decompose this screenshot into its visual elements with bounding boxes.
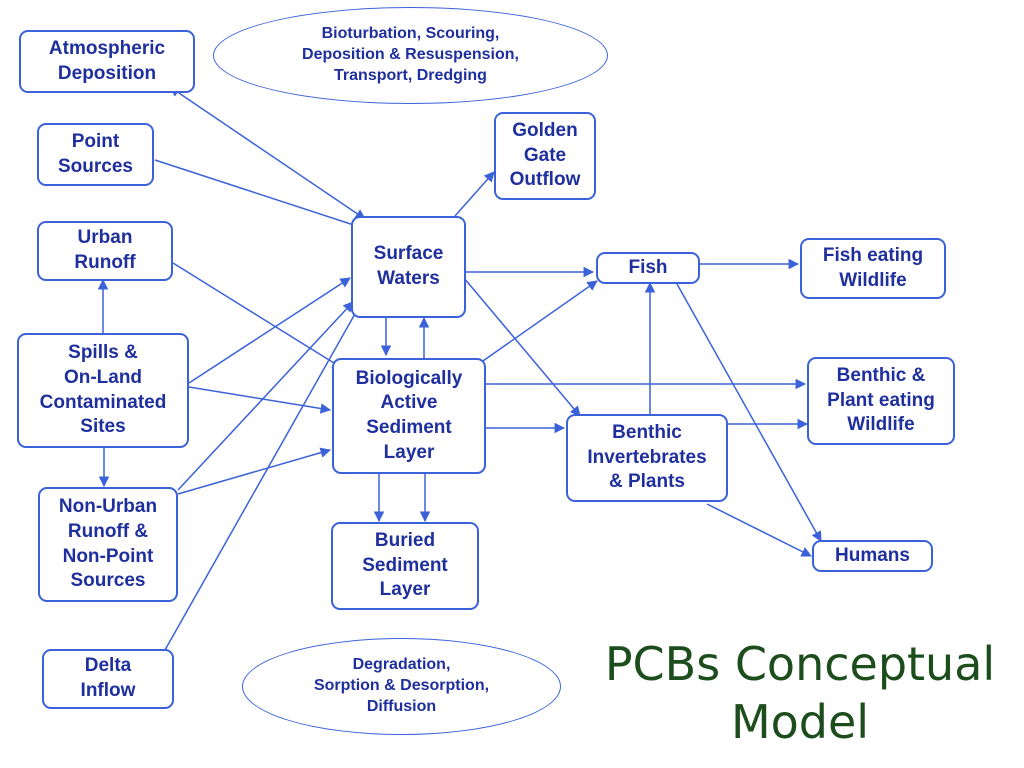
node-humans: Humans [812,540,933,572]
node-benthic-plant-eating-wildlife: Benthic & Plant eating Wildlife [807,357,955,445]
node-golden-gate-outflow: Golden Gate Outflow [494,112,596,200]
edge-bio-fish [479,280,598,364]
node-fish: Fish [596,252,700,284]
edge-spills-surface [188,277,351,384]
edge-nonurban-bio [177,447,332,495]
node-fish-eating-wildlife: Fish eating Wildlife [800,238,946,299]
edge-delta-surface [164,304,361,651]
process-ellipse-bottom: Degradation, Sorption & Desorption, Diff… [242,638,561,735]
edge-surface-atmospheric [169,86,366,220]
node-urban-runoff: Urban Runoff [37,221,173,281]
edge-surface-golden [454,171,495,217]
node-atmospheric-deposition: Atmospheric Deposition [19,30,195,93]
edge-fish-humans [676,283,822,542]
edge-nonurban-surface [177,301,354,491]
node-delta-inflow: Delta Inflow [42,649,174,709]
node-spills-contaminated-sites: Spills & On-Land Contaminated Sites [17,333,189,448]
process-ellipse-top: Bioturbation, Scouring, Deposition & Res… [213,7,608,104]
edge-surface-benthic [463,277,581,417]
edge-point-surface [154,159,367,232]
edge-urban-bio [172,262,343,369]
node-benthic-invertebrates: Benthic Invertebrates & Plants [566,414,728,502]
node-non-urban-runoff: Non-Urban Runoff & Non-Point Sources [38,487,178,602]
node-buried-sediment: Buried Sediment Layer [331,522,479,610]
node-surface-waters: Surface Waters [351,216,466,318]
node-point-sources: Point Sources [37,123,154,186]
page-title: PCBs Conceptual Model [604,637,996,749]
edge-spills-bio [188,386,332,414]
node-biologically-active-sediment: Biologically Active Sediment Layer [332,358,486,474]
edge-benthic-humans [706,503,812,557]
